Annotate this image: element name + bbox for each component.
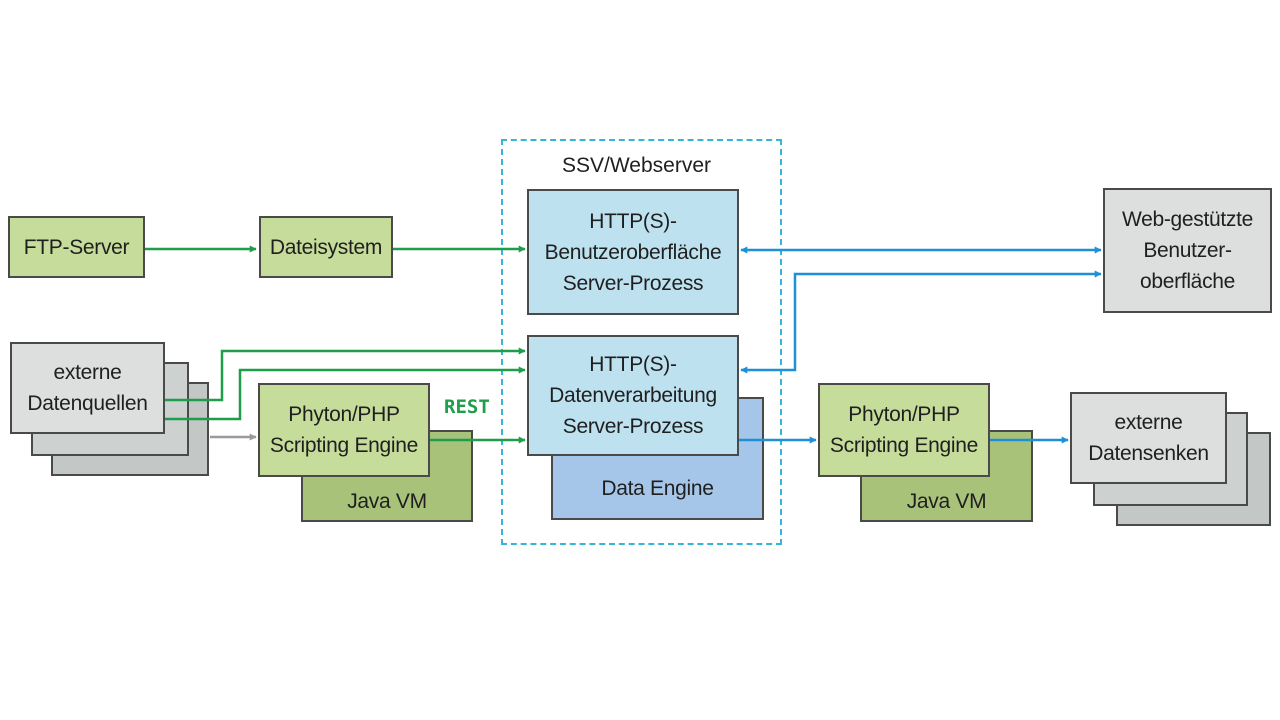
- http-data-server-process-box: HTTP(S)- Datenverarbeitung Server-Prozes…: [527, 335, 739, 456]
- scripting-engine-left-box: Phyton/PHP Scripting Engine: [258, 383, 430, 477]
- arrow-http-data-web-ui: [740, 270, 1102, 374]
- webserver-frame-title: SSV/Webserver: [562, 154, 711, 177]
- dateisystem-box: Dateisystem: [259, 216, 393, 278]
- arrow-datenquellen-to-http-data-1: [165, 347, 526, 402]
- http-ui-server-process-box: HTTP(S)- Benutzeroberfläche Server-Proze…: [527, 189, 739, 315]
- externe-datenquellen-box: externe Datenquellen: [10, 342, 165, 434]
- arrow-datenquellen-to-http-data-2: [165, 366, 526, 421]
- rest-label: REST: [444, 396, 490, 418]
- externe-datensenken-box: externe Datensenken: [1070, 392, 1227, 484]
- web-ui-box: Web-gestützte Benutzer- oberfläche: [1103, 188, 1272, 313]
- scripting-engine-right-box: Phyton/PHP Scripting Engine: [818, 383, 990, 477]
- ftp-server-box: FTP-Server: [8, 216, 145, 278]
